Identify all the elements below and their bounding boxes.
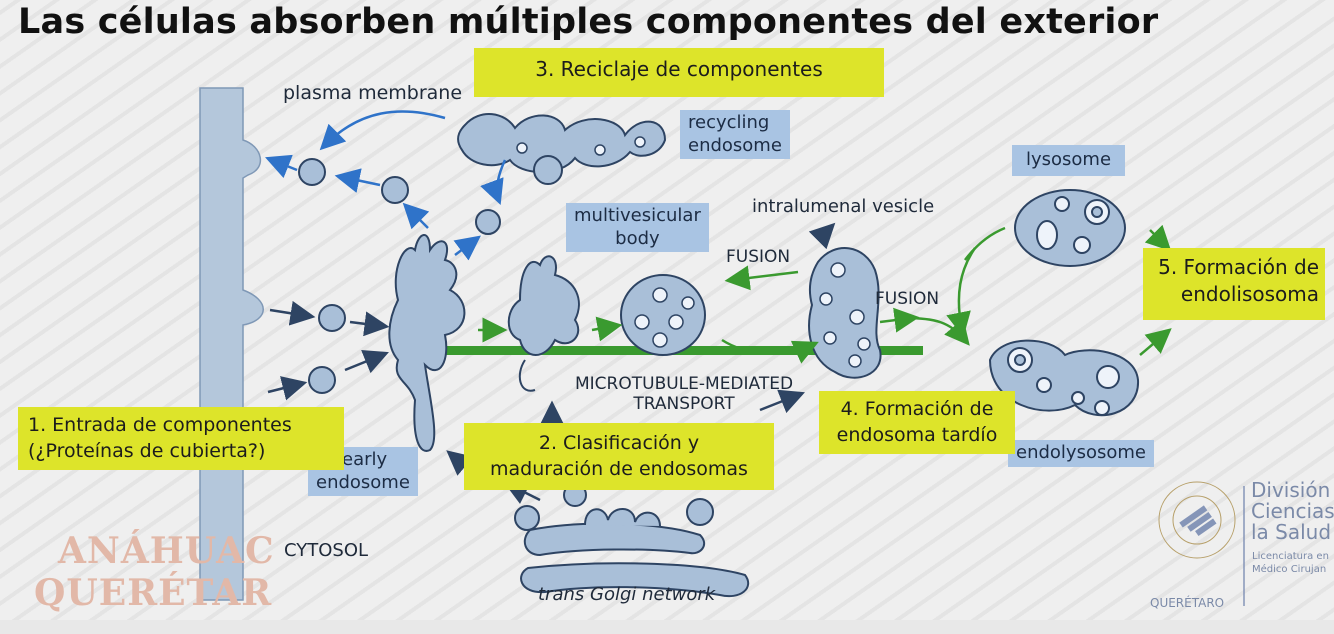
callout-step5: 5. Formación de endolisosoma (1143, 248, 1325, 320)
logo-sub-text: Licenciatura en Médico Cirujan (1252, 550, 1329, 576)
logo-campus: QUERÉTARO (1150, 596, 1224, 610)
microtubule-line1: MICROTUBULE-MEDIATED (575, 374, 793, 394)
lysosome-shape (1015, 190, 1125, 266)
early-endosome-line2: endosome (316, 472, 410, 495)
logo-line3: la Salud (1251, 522, 1334, 543)
multivesicular-body-line2: body (574, 228, 701, 251)
logo-line1: División (1251, 480, 1334, 501)
callout-step4: 4. Formación de endosoma tardío (819, 391, 1015, 454)
label-recycling-endosome: recycling endosome (680, 110, 790, 159)
step4-line1: 4. Formación de (827, 397, 1007, 423)
page-title: Las células absorben múltiples component… (18, 2, 1158, 42)
watermark-line2: QUERÉTAR (34, 572, 272, 614)
label-multivesicular-body: multivesicular body (566, 203, 709, 252)
callout-step1: 1. Entrada de componentes (¿Proteínas de… (18, 407, 344, 470)
label-fusion-1: FUSION (726, 247, 790, 267)
step2-line1: 2. Clasificación y (474, 431, 764, 457)
step1-line1: 1. Entrada de componentes (28, 413, 334, 439)
recycling-endosome-line2: endosome (688, 135, 782, 158)
recycling-endosome-shape (458, 114, 665, 172)
step2-line2: maduración de endosomas (474, 457, 764, 483)
callout-step3: 3. Reciclaje de componentes (474, 48, 884, 97)
step1-line2: (¿Proteínas de cubierta?) (28, 439, 334, 465)
label-intralumenal-vesicle: intralumenal vesicle (752, 196, 934, 217)
watermark-line1: ANÁHUAC (58, 530, 275, 572)
label-fusion-2: FUSION (875, 289, 939, 309)
recycling-endosome-line1: recycling (688, 112, 782, 135)
microtubule-line2: TRANSPORT (575, 394, 793, 414)
step4-line2: endosoma tardío (827, 423, 1007, 449)
label-microtubule: MICROTUBULE-MEDIATED TRANSPORT (575, 374, 793, 415)
label-endolysosome: endolysosome (1008, 440, 1154, 467)
label-plasma-membrane: plasma membrane (283, 82, 462, 104)
step5-line2: endolisosoma (1149, 281, 1319, 308)
callout-step2: 2. Clasificación y maduración de endosom… (464, 423, 774, 490)
early-endosome (389, 235, 464, 451)
multivesicular-body-early (509, 256, 579, 355)
multivesicular-body-line1: multivesicular (574, 205, 701, 228)
plasma-membrane (200, 88, 263, 600)
logo-sub-line2: Médico Cirujan (1252, 563, 1329, 576)
label-trans-golgi: trans Golgi network (538, 584, 715, 605)
label-lysosome: lysosome (1012, 145, 1125, 176)
label-cytosol: CYTOSOL (284, 540, 368, 561)
logo-sub-line1: Licenciatura en (1252, 550, 1329, 563)
step5-line1: 5. Formación de (1149, 254, 1319, 281)
logo-division-text: División Ciencias la Salud (1251, 480, 1334, 543)
logo-line2: Ciencias (1251, 501, 1334, 522)
division-logo (1159, 482, 1235, 558)
